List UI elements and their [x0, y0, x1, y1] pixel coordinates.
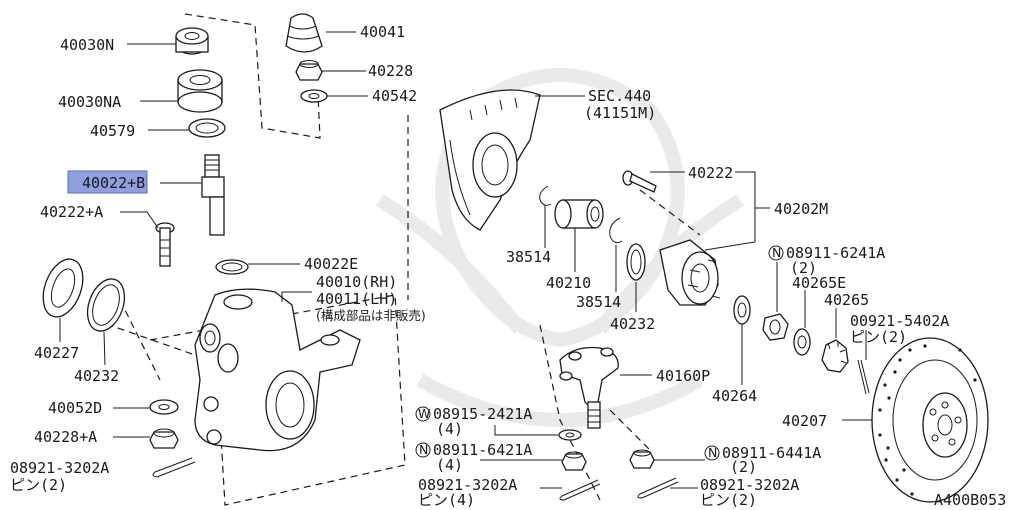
- label-08911-6421a[interactable]: 08911-6421A: [433, 441, 532, 459]
- bolt-40222: [622, 170, 657, 193]
- label-pin2-left: ピン(2): [10, 476, 67, 494]
- hub-40202m: [659, 239, 721, 306]
- rotor-40207: [871, 337, 989, 503]
- label-40265[interactable]: 40265: [824, 291, 869, 309]
- label-38514-left[interactable]: 38514: [506, 248, 551, 266]
- label-40010[interactable]: 40010(RH): [316, 273, 397, 291]
- label-08915-2421a[interactable]: 08915-2421A: [433, 405, 532, 423]
- circle-w-letter: W: [418, 406, 430, 421]
- label-40011[interactable]: 40011(LH): [316, 290, 397, 308]
- backing-plate-sec440: [439, 89, 541, 231]
- seal-40227: [42, 258, 84, 318]
- label-08911-6241a[interactable]: 08911-6241A: [786, 244, 885, 262]
- label-40160p[interactable]: 40160P: [656, 367, 710, 385]
- circle-n-letter: N: [772, 245, 781, 260]
- label-qty2-a: (2): [790, 259, 817, 277]
- ball-joint-40160p: [559, 346, 619, 429]
- label-40542[interactable]: 40542: [372, 87, 417, 105]
- cotter-pin-right: [637, 477, 679, 499]
- label-40022e[interactable]: 40022E: [304, 255, 358, 273]
- label-40222a[interactable]: 40222+A: [40, 203, 103, 221]
- label-40222[interactable]: 40222: [688, 164, 733, 182]
- label-40227[interactable]: 40227: [34, 344, 79, 362]
- nut-08911-6421a: [561, 451, 587, 471]
- washer-40052d: [149, 399, 179, 415]
- label-40579[interactable]: 40579: [90, 122, 135, 140]
- circle-n-letter: N: [708, 445, 717, 460]
- label-08921-3202a-left[interactable]: 08921-3202A: [10, 459, 109, 477]
- label-40202m[interactable]: 40202M: [774, 200, 828, 218]
- label-40265e[interactable]: 40265E: [792, 274, 846, 292]
- assembly-outline-kingpin: [184, 13, 321, 139]
- label-08921-3202a-mid[interactable]: 08921-3202A: [418, 476, 517, 494]
- label-pin4: ピン(4): [418, 491, 475, 509]
- assembly-outline-lower: [539, 324, 601, 501]
- knuckle-40010-40011: [194, 288, 361, 452]
- label-40210[interactable]: 40210: [546, 274, 591, 292]
- snap-ring-38514-left: [539, 185, 552, 206]
- circle-n-letter: N: [419, 442, 428, 457]
- label-40232-left[interactable]: 40232: [74, 367, 119, 385]
- circle-n-badge-6441a: N: [704, 445, 720, 461]
- nut-08911-6441a: [629, 449, 655, 469]
- label-38514-right[interactable]: 38514: [576, 293, 621, 311]
- label-40030na[interactable]: 40030NA: [58, 93, 121, 111]
- circle-n-badge-6241a: N: [768, 245, 784, 261]
- label-40030n[interactable]: 40030N: [60, 36, 114, 54]
- label-40052d[interactable]: 40052D: [48, 399, 102, 417]
- bearing-40030n: [175, 27, 209, 55]
- label-40232-right[interactable]: 40232: [610, 315, 655, 333]
- nut-40228a: [149, 428, 179, 449]
- seal-40579: [188, 118, 226, 138]
- label-40022b[interactable]: 40022+B: [82, 174, 145, 192]
- washer-40264: [733, 295, 751, 325]
- part-labels: 40030N 40030NA 40579 40022+B 40222+A 402…: [10, 23, 1006, 509]
- stud-40222a: [155, 222, 175, 267]
- nut-40228: [295, 60, 323, 81]
- ring-40232-left: [86, 278, 126, 332]
- label-40207[interactable]: 40207: [782, 412, 827, 430]
- kingpin-40022b: [201, 154, 225, 236]
- snap-ring-38514-right: [609, 217, 623, 244]
- washer-08915-2421a: [558, 429, 582, 441]
- bearing-40210: [554, 199, 604, 229]
- label-08921-3202a-right[interactable]: 08921-3202A: [700, 476, 799, 494]
- label-sec440-sub: (41151M): [584, 104, 656, 122]
- bearing-40030na: [177, 69, 223, 113]
- cotter-pin-left: [152, 457, 196, 478]
- label-pin2-b: ピン(2): [850, 328, 907, 346]
- label-40041[interactable]: 40041: [360, 23, 405, 41]
- rotor-drill-holes: [878, 344, 977, 496]
- nut-08911-6241a: [762, 313, 789, 341]
- label-qty4-n: (4): [436, 456, 463, 474]
- label-pin2-c: ピン(2): [700, 491, 757, 509]
- castle-nut-40265: [821, 339, 849, 373]
- label-40228[interactable]: 40228: [368, 62, 413, 80]
- circle-w-badge: W: [415, 406, 431, 422]
- label-qty2-c: (2): [730, 458, 757, 476]
- label-08911-6441a[interactable]: 08911-6441A: [722, 444, 821, 462]
- ring-40022e: [215, 259, 249, 275]
- circle-n-badge-6421a: N: [415, 442, 431, 458]
- label-qty4-w: (4): [436, 420, 463, 438]
- label-sec440[interactable]: SEC.440: [588, 87, 651, 105]
- washer-40542: [300, 89, 328, 103]
- boot-40041: [285, 13, 323, 53]
- washer-40265e: [793, 328, 811, 356]
- diagram-id: A400B053: [934, 491, 1006, 509]
- leader-dash-hub: [609, 189, 701, 451]
- cotter-pin-mid: [559, 479, 601, 501]
- ring-40232-right: [626, 243, 646, 281]
- leader-lines: [59, 31, 872, 489]
- highlight-box-40022: [67, 170, 148, 194]
- label-40228a[interactable]: 40228+A: [34, 428, 97, 446]
- note-not-sold: (構成部品は非販売): [316, 308, 426, 323]
- label-40264[interactable]: 40264: [712, 387, 757, 405]
- cotter-pin-00921-5402a: [857, 359, 870, 395]
- label-00921-5402a[interactable]: 00921-5402A: [850, 312, 949, 330]
